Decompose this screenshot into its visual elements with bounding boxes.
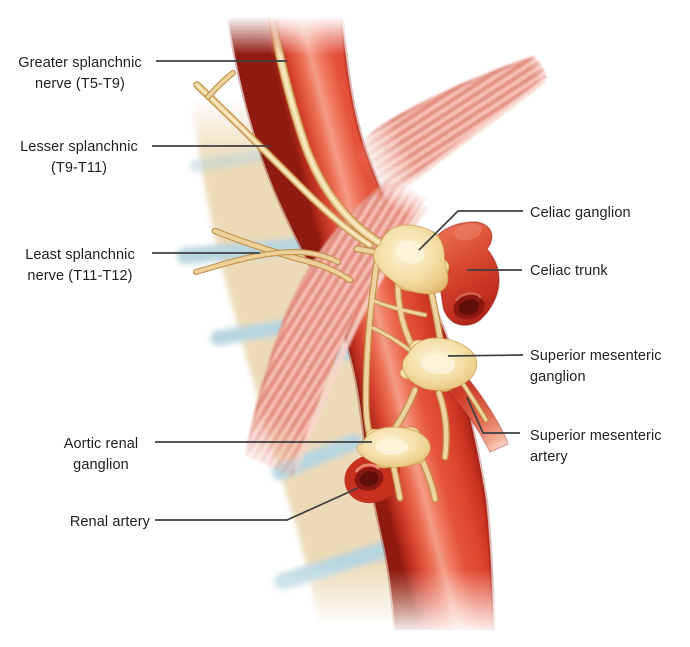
label-line: ganglion <box>73 456 129 473</box>
label-line: artery <box>530 448 568 465</box>
label-line: Celiac trunk <box>530 263 608 279</box>
label-celiac-trunk: Celiac trunk <box>530 261 608 282</box>
intervertebral-disc <box>189 148 269 173</box>
leader-superior-mesenteric-ganglion <box>447 354 524 357</box>
intervertebral-disc <box>177 238 306 264</box>
label-lesser-splanchnic-nerve: Lesser splanchnic (T9-T11) <box>8 137 150 178</box>
label-line: Superior mesenteric <box>530 348 662 364</box>
leader-superior-mesenteric-artery <box>466 396 520 434</box>
leader-celiac-ganglion <box>418 210 523 251</box>
leader-lines <box>152 60 524 521</box>
label-line: Greater splanchnic <box>18 55 142 71</box>
celiac-ganglion-shape <box>373 224 450 295</box>
aortic-renal-ganglion-shape <box>356 426 431 469</box>
label-aortic-renal-ganglion: Aortic renal ganglion <box>45 434 157 475</box>
greater-splanchnic-nerve <box>267 13 385 248</box>
aorta-right-edge <box>340 15 496 631</box>
intervertebral-disc <box>274 539 399 591</box>
superior-mesenteric-ganglion-shape <box>399 337 478 392</box>
label-line: Celiac ganglion <box>530 205 631 221</box>
aorta-left-edge <box>226 15 397 631</box>
least-splanchnic-nerve <box>193 227 354 284</box>
label-line: ganglion <box>530 368 586 385</box>
label-superior-mesenteric-artery: Superior mesenteric artery <box>530 426 662 467</box>
renal-artery-vessel <box>344 454 400 504</box>
label-line: Renal artery <box>69 514 150 530</box>
label-line: Least splanchnic <box>25 247 135 263</box>
label-greater-splanchnic-nerve: Greater splanchnic nerve (T5-T9) <box>8 53 152 94</box>
label-superior-mesenteric-ganglion: Superior mesenteric ganglion <box>530 346 662 387</box>
label-line: Superior mesenteric <box>530 428 662 444</box>
label-least-splanchnic-nerve: Least splanchnic nerve (T11-T12) <box>10 245 150 286</box>
lesser-splanchnic-nerve <box>193 70 374 249</box>
splanchnic-nerves <box>193 13 385 284</box>
celiac-trunk-highlight <box>454 223 482 241</box>
ganglia <box>356 224 478 469</box>
label-celiac-ganglion: Celiac ganglion <box>530 203 631 224</box>
label-line: nerve (T11-T12) <box>27 267 133 284</box>
label-line: Aortic renal <box>63 436 139 452</box>
leader-renal-artery <box>155 487 359 521</box>
renal-artery-lumen <box>354 463 384 491</box>
label-line: Lesser splanchnic <box>20 139 138 155</box>
diaphragm-crus-upper <box>357 56 547 196</box>
label-renal-artery: Renal artery <box>0 512 150 533</box>
celiac-trunk-lumen <box>453 292 485 320</box>
label-line: nerve (T5-T9) <box>35 75 125 92</box>
label-line: (T9-T11) <box>50 159 108 176</box>
